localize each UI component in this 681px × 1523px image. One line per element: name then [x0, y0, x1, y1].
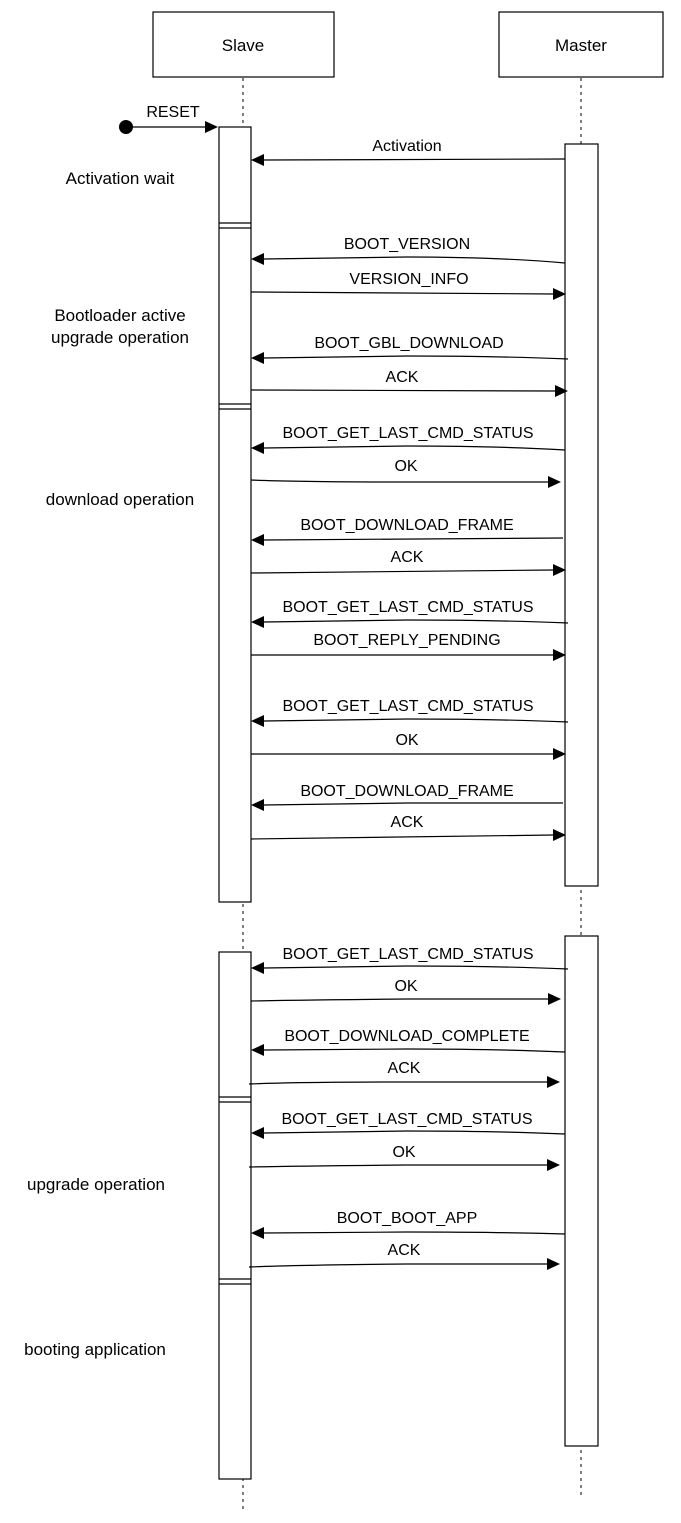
message-arrowhead: [251, 962, 264, 974]
reset-entry: RESET: [119, 104, 218, 134]
message: BOOT_REPLY_PENDING: [251, 632, 566, 661]
message: BOOT_VERSION: [251, 236, 566, 265]
activation-bars: [218, 126, 599, 1480]
message: BOOT_DOWNLOAD_FRAME: [251, 783, 563, 811]
message-arrowhead: [251, 253, 264, 265]
message-arrowhead: [553, 564, 566, 576]
message-arrowhead: [547, 1076, 560, 1088]
message: BOOT_GET_LAST_CMD_STATUS: [251, 698, 569, 727]
message-label: BOOT_GET_LAST_CMD_STATUS: [282, 599, 533, 616]
message: ACK: [250, 369, 568, 397]
message: OK: [251, 732, 566, 760]
message-arrowhead: [553, 829, 566, 841]
message-arrowhead: [251, 1044, 264, 1056]
message-arrowhead: [251, 1227, 264, 1239]
phase-label-bootloader-active: Bootloader active: [54, 306, 185, 325]
message: VERSION_INFO: [250, 271, 566, 300]
message-label: BOOT_GBL_DOWNLOAD: [314, 335, 503, 352]
message-label: VERSION_INFO: [349, 271, 468, 288]
message-arrowhead: [547, 1258, 560, 1270]
message-label: BOOT_GET_LAST_CMD_STATUS: [281, 1111, 532, 1128]
phase-label-upgrade-operation: upgrade operation: [27, 1175, 165, 1194]
message-label: BOOT_BOOT_APP: [337, 1210, 477, 1227]
message-label: OK: [392, 1144, 415, 1161]
message-arrowhead: [553, 288, 566, 300]
message: OK: [250, 978, 561, 1005]
message-arrowhead: [251, 616, 264, 628]
message: BOOT_BOOT_APP: [251, 1210, 566, 1239]
message-label: OK: [394, 978, 417, 995]
message-label: BOOT_VERSION: [344, 236, 470, 253]
message-arrowhead: [251, 799, 264, 811]
message-arrowhead: [548, 993, 561, 1005]
message-label: BOOT_DOWNLOAD_FRAME: [300, 517, 513, 534]
slave-header: Slave: [152, 11, 335, 78]
message-arrowhead: [555, 385, 568, 397]
message-label: Activation: [372, 138, 441, 155]
master-activation-bar-1: [564, 143, 599, 887]
slave-activation-bar-2: [218, 951, 252, 1480]
message-label: ACK: [391, 549, 424, 566]
message-label: BOOT_GET_LAST_CMD_STATUS: [282, 425, 533, 442]
message-label: BOOT_DOWNLOAD_COMPLETE: [284, 1028, 529, 1045]
message: BOOT_GET_LAST_CMD_STATUS: [251, 425, 566, 454]
message: BOOT_GET_LAST_CMD_STATUS: [251, 1111, 566, 1139]
message-label: BOOT_GET_LAST_CMD_STATUS: [282, 946, 533, 963]
message: BOOT_GBL_DOWNLOAD: [251, 335, 569, 364]
phase-label-download-operation: download operation: [46, 490, 194, 509]
messages: Activation BOOT_VERSION VERSION_INFO BOO…: [248, 138, 569, 1270]
message-arrowhead: [251, 442, 264, 454]
message: ACK: [250, 814, 566, 841]
message-label: BOOT_DOWNLOAD_FRAME: [300, 783, 513, 800]
message: BOOT_GET_LAST_CMD_STATUS: [251, 599, 569, 628]
message: Activation: [251, 138, 566, 166]
message: OK: [250, 458, 561, 488]
message: ACK: [250, 549, 566, 576]
master-label: Master: [555, 36, 607, 55]
message: OK: [248, 1144, 560, 1171]
message-arrowhead: [251, 154, 264, 166]
message-label: OK: [395, 732, 418, 749]
master-header: Master: [498, 11, 664, 78]
message-arrowhead: [251, 1127, 264, 1139]
message-label: ACK: [388, 1242, 421, 1259]
message-arrowhead: [553, 748, 566, 760]
message-label: ACK: [391, 814, 424, 831]
message: BOOT_DOWNLOAD_FRAME: [251, 517, 564, 546]
message: BOOT_GET_LAST_CMD_STATUS: [251, 946, 569, 974]
message: ACK: [248, 1060, 560, 1088]
message-label: BOOT_REPLY_PENDING: [313, 632, 500, 649]
message: BOOT_DOWNLOAD_COMPLETE: [251, 1028, 566, 1056]
phase-label-activation-wait: Activation wait: [66, 169, 175, 188]
message-arrowhead: [547, 1159, 560, 1171]
phase-label-bootloader-upgrade: upgrade operation: [51, 328, 189, 347]
message-arrowhead: [548, 476, 561, 488]
message-label: BOOT_GET_LAST_CMD_STATUS: [282, 698, 533, 715]
message-label: ACK: [386, 369, 419, 386]
message-arrowhead: [553, 649, 566, 661]
slave-label: Slave: [222, 36, 265, 55]
message-arrowhead: [251, 715, 264, 727]
phase-separators: [219, 222, 251, 1285]
message-label: OK: [394, 458, 417, 475]
phase-label-booting-application: booting application: [24, 1340, 166, 1359]
message-label: ACK: [388, 1060, 421, 1077]
master-activation-bar-2: [564, 935, 599, 1447]
reset-arrowhead: [205, 121, 218, 133]
phase-labels: Activation wait Bootloader active upgrad…: [24, 169, 194, 1359]
message-arrowhead: [251, 352, 264, 364]
slave-activation-bar-1: [218, 126, 252, 903]
message-arrowhead: [251, 534, 264, 546]
reset-label: RESET: [146, 104, 200, 121]
message: ACK: [248, 1242, 560, 1270]
